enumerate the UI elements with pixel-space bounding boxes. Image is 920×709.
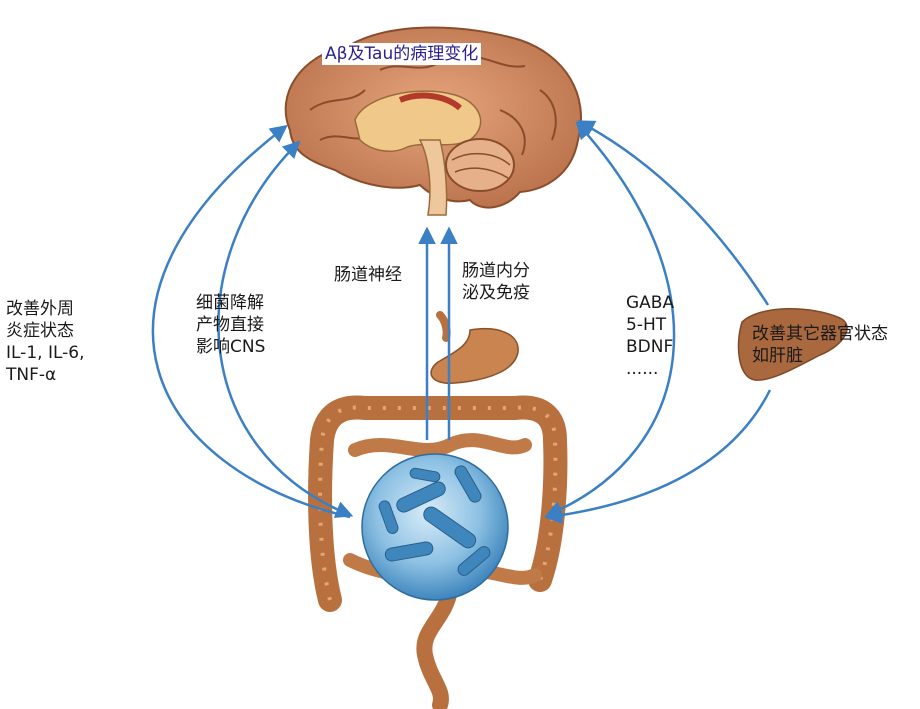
center-left-line-1: 肠道神经 — [334, 264, 402, 286]
left-inner-line-2: 产物直接 — [196, 314, 265, 336]
left-outer-label: 改善外周 炎症状态 IL-1, IL-6, TNF-α — [6, 298, 84, 386]
left-inner-line-1: 细菌降解 — [196, 292, 265, 314]
left-inner-label: 细菌降解 产物直接 影响CNS — [196, 292, 265, 358]
right-molecules-line-4: ...... — [626, 358, 674, 380]
right-organ-label: 改善其它器官状态 如肝脏 — [752, 323, 888, 367]
right-molecules-line-1: GABA — [626, 292, 674, 314]
center-right-line-2: 泌及免疫 — [462, 282, 530, 304]
left-outer-line-4: TNF-α — [6, 364, 84, 386]
center-right-label: 肠道内分 泌及免疫 — [462, 260, 530, 304]
bacteria-icon — [362, 454, 508, 600]
right-molecules-line-2: 5-HT — [626, 314, 674, 336]
left-outer-line-3: IL-1, IL-6, — [6, 342, 84, 364]
center-right-line-1: 肠道内分 — [462, 260, 530, 282]
right-organ-line-2: 如肝脏 — [752, 345, 888, 367]
brain-label: Aβ及Tau的病理变化 — [322, 43, 481, 65]
right-molecules-line-3: BDNF — [626, 336, 674, 358]
right-organ-line-1: 改善其它器官状态 — [752, 323, 888, 345]
left-outer-line-2: 炎症状态 — [6, 320, 84, 342]
arrow-liver-brain — [580, 122, 768, 305]
left-inner-line-3: 影响CNS — [196, 336, 265, 358]
center-left-label: 肠道神经 — [334, 264, 402, 286]
left-outer-line-1: 改善外周 — [6, 298, 84, 320]
right-molecules-label: GABA 5-HT BDNF ...... — [626, 292, 674, 380]
